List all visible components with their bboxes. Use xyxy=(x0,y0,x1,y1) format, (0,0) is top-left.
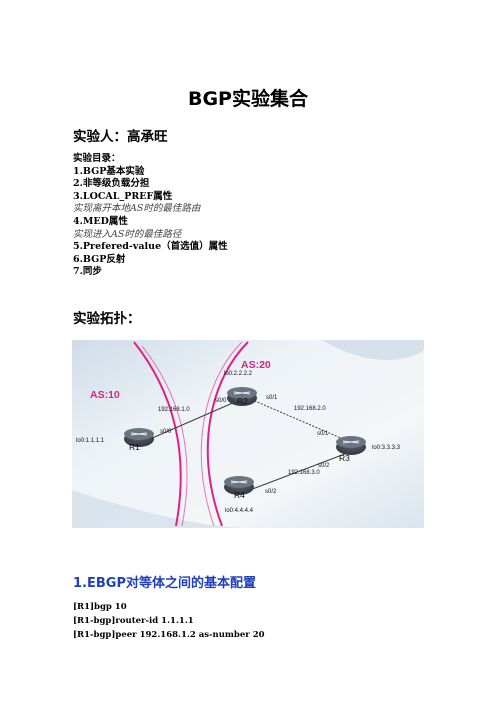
router-r2-label: R2 xyxy=(237,396,248,406)
r2-s01: s0/1 xyxy=(266,395,278,401)
command-line: [R1]bgp 10 xyxy=(73,602,127,612)
router-r1: R1 xyxy=(124,428,154,452)
topology-title: 实验拓扑： xyxy=(73,311,141,327)
router-r3-label: R3 xyxy=(339,453,350,463)
toc-item-load-sharing: 2.非等级负载分担 xyxy=(73,178,150,190)
r2-s00: s0/0 xyxy=(215,398,227,404)
as10-boundary xyxy=(133,341,182,527)
net-r2-r3: 192.168.2.0 xyxy=(294,406,326,412)
net-r1-r2: 192.168.1.0 xyxy=(158,407,190,413)
r4-s02: s0/2 xyxy=(265,489,277,495)
r3-s01: s0/1 xyxy=(317,431,329,437)
r3-loopback: lo0:3.3.3.3 xyxy=(372,445,401,451)
command-listing: [R1]bgp 10 [R1-bgp]router-id 1.1.1.1 [R1… xyxy=(73,600,265,643)
toc-item-bgp-basic: 1.BGP基本实验 xyxy=(73,165,145,177)
r2-loopback: lo0:2.2.2.2 xyxy=(224,371,253,377)
table-of-contents: 实验目录： 1.BGP基本实验 2.非等级负载分担 3.LOCAL_PREF属性… xyxy=(73,153,228,279)
as20-boundary xyxy=(206,341,249,527)
net-r3-r4: 192.168.3.0 xyxy=(288,470,320,476)
toc-item-local-pref: 3.LOCAL_PREF属性 xyxy=(73,190,173,202)
as20-boundary-inner xyxy=(200,341,243,527)
command-line: [R1-bgp]router-id 1.1.1.1 xyxy=(73,616,194,627)
network-topology-diagram: AS:10 AS:20 R1 R2 R3 R4 lo0:1.1.1.1 lo0:… xyxy=(72,340,424,528)
r1-loopback: lo0:1.1.1.1 xyxy=(76,438,105,444)
toc-item-reflection: 6.BGP反射 xyxy=(73,253,126,265)
r3-s02: s0/2 xyxy=(318,463,330,469)
section-heading-ebgp: 1.EBGP对等体之间的基本配置 xyxy=(73,576,256,591)
r1-s00: s0/0 xyxy=(160,429,172,435)
command-line: [R1-bgp]peer 192.168.1.2 as-number 20 xyxy=(73,630,265,641)
toc-heading: 实验目录： xyxy=(73,153,121,164)
link-r2-r3 xyxy=(247,397,351,443)
as20-label: AS:20 xyxy=(241,359,271,371)
toc-note-local-pref: 实现离开本地AS时的最佳路由 xyxy=(73,203,201,215)
experimenter-line: 实验人：高承旺 xyxy=(73,129,168,145)
router-r1-label: R1 xyxy=(129,442,140,452)
as10-boundary-inner xyxy=(141,345,188,527)
r4-loopback: lo0:4.4.4.4 xyxy=(225,508,254,514)
toc-item-med: 4.MED属性 xyxy=(73,215,128,227)
router-r4: R4 xyxy=(224,476,254,500)
toc-item-sync: 7.同步 xyxy=(73,266,102,278)
router-r2: R2 xyxy=(227,387,257,406)
toc-note-med: 实现进入AS时的最佳路径 xyxy=(73,228,182,240)
toc-item-prefered-value: 5.Prefered-value（首选值）属性 xyxy=(73,241,228,253)
as10-label: AS:10 xyxy=(90,389,120,401)
router-r4-label: R4 xyxy=(234,490,245,500)
document-title: BGP实验集合 xyxy=(187,88,308,110)
link-r3-r4 xyxy=(241,451,351,494)
router-r3: R3 xyxy=(336,436,366,463)
link-r1-r2 xyxy=(149,401,236,440)
